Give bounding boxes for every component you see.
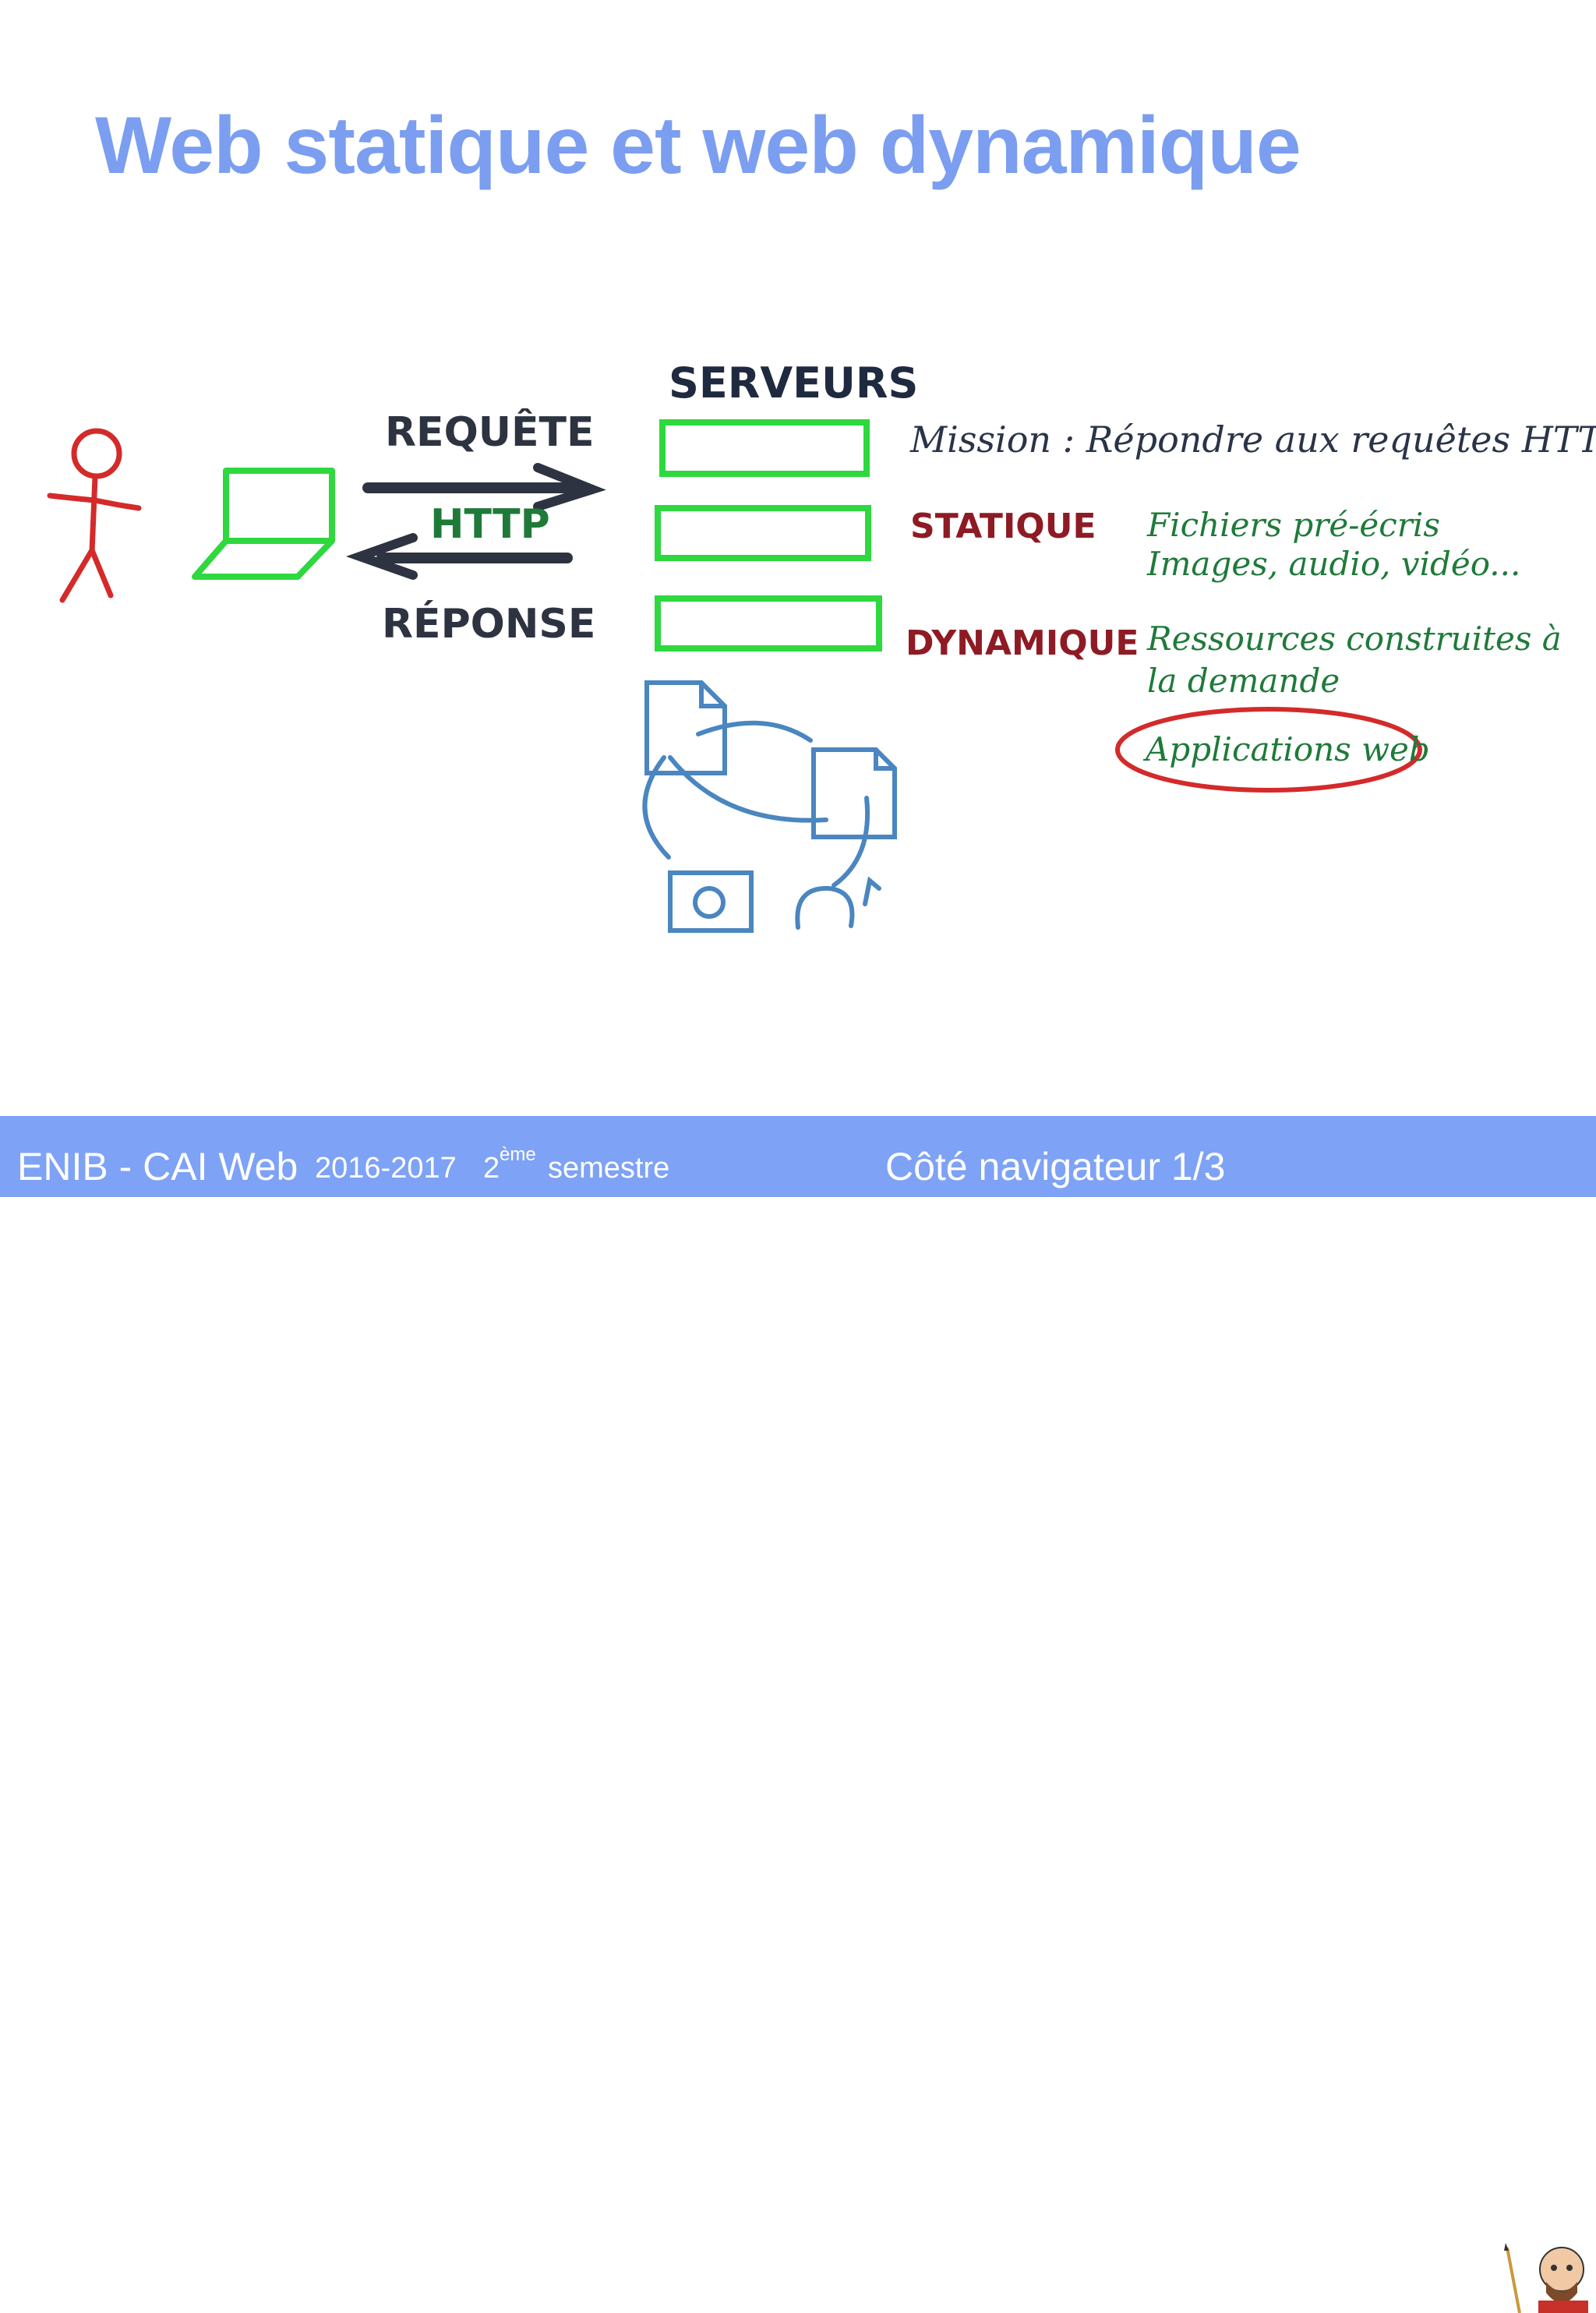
server-box: [655, 595, 882, 652]
footer-semester-word: semestre: [548, 1152, 670, 1185]
dynamic-label: DYNAMIQUE: [906, 623, 1139, 663]
footer-year: 2016-2017: [315, 1152, 457, 1185]
slide-title: Web statique et web dynamique: [95, 101, 1301, 191]
footer-semester-number: 2: [483, 1152, 500, 1185]
footer: ENIB - CAI Web 2016-2017 2 ème semestre …: [0, 1116, 1596, 2313]
linked-documents-icon: [642, 680, 897, 933]
response-arrow: [345, 533, 573, 580]
static-label: STATIQUE: [910, 507, 1096, 546]
user-figure: [47, 428, 142, 603]
server-box: [655, 505, 871, 561]
dynamic-description-line2: la demande: [1147, 662, 1340, 700]
mission-text: Mission : Répondre aux requêtes HTTP: [909, 418, 1596, 461]
server-boxes: [655, 419, 882, 652]
web-apps-highlight: [1115, 707, 1422, 793]
servers-label: SERVEURS: [669, 358, 918, 408]
web-apps-label: Applications web: [1142, 730, 1430, 768]
laptop-icon: [192, 468, 335, 580]
web-diagram: REQUÊTE HTTP RÉPONSE SERVEURS Mission : …: [47, 358, 1596, 933]
static-description-line1: Fichiers pré-écris: [1146, 506, 1440, 544]
static-description-line2: Images, audio, vidéo...: [1146, 545, 1520, 583]
dynamic-description-line1: Ressources construites à: [1146, 620, 1562, 658]
mascot-icon: [1504, 2243, 1588, 2313]
response-label: RÉPONSE: [382, 600, 595, 648]
server-box: [659, 419, 870, 477]
footer-semester-suffix: ème: [500, 1144, 536, 1165]
request-label: REQUÊTE: [385, 408, 595, 456]
footer-course: ENIB - CAI Web: [17, 1145, 298, 1188]
footer-section: Côté navigateur 1/3: [885, 1145, 1226, 1188]
request-arrow: [362, 463, 606, 511]
http-label: HTTP: [430, 501, 550, 548]
